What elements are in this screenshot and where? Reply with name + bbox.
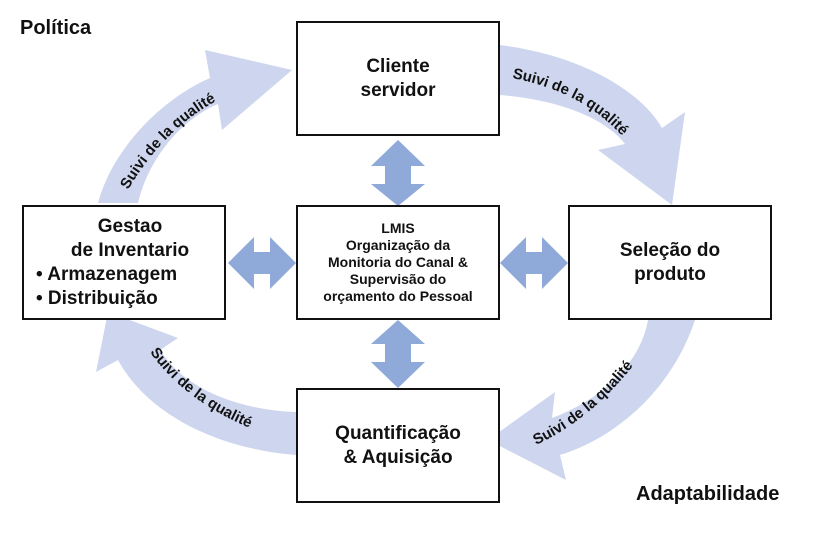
box-top-line1: Cliente xyxy=(366,55,430,77)
box-right-line2: produto xyxy=(634,263,706,285)
box-gestao-inventario: Gestao de Inventario • Armazenagem • Dis… xyxy=(22,205,226,320)
box-center-line1: LMIS xyxy=(381,220,415,236)
connector-arrow-top xyxy=(371,140,425,206)
connector-arrow-bottom xyxy=(371,320,425,388)
box-left-line2: de Inventario xyxy=(70,239,190,261)
corner-label-politica: Política xyxy=(20,17,92,39)
box-top-line2: servidor xyxy=(360,79,436,101)
box-lmis: LMIS Organização da Monitoria do Canal &… xyxy=(296,205,500,320)
box-center-line4: Supervisão do xyxy=(349,271,447,287)
box-cliente-servidor: Cliente servidor xyxy=(296,21,500,136)
connector-arrow-right xyxy=(500,237,568,289)
box-left-bullet1: • Armazenagem xyxy=(36,263,178,285)
cycle-arrow-bottom-left xyxy=(96,312,296,455)
box-bottom-line1: Quantificação xyxy=(335,422,461,444)
box-right-line1: Seleção do xyxy=(619,239,721,261)
box-left-bullet2: • Distribuição xyxy=(36,287,158,309)
box-left-line1: Gestao xyxy=(97,215,163,237)
box-bottom-line2: & Aquisição xyxy=(343,446,453,468)
cycle-arrow-top-left xyxy=(98,50,292,203)
box-selecao-produto: Seleção do produto xyxy=(568,205,772,320)
connector-arrow-left xyxy=(228,237,296,289)
box-center-line2: Organização da xyxy=(345,237,451,253)
box-center-line3: Monitoria do Canal & xyxy=(328,254,468,270)
cycle-arrow-bottom-right xyxy=(488,320,695,480)
corner-label-adaptabilidade: Adaptabilidade xyxy=(636,483,780,505)
box-center-line5: orçamento do Pessoal xyxy=(323,288,473,304)
box-quantificacao-aquisicao: Quantificação & Aquisição xyxy=(296,388,500,503)
cycle-arrow-top-right xyxy=(500,45,685,205)
